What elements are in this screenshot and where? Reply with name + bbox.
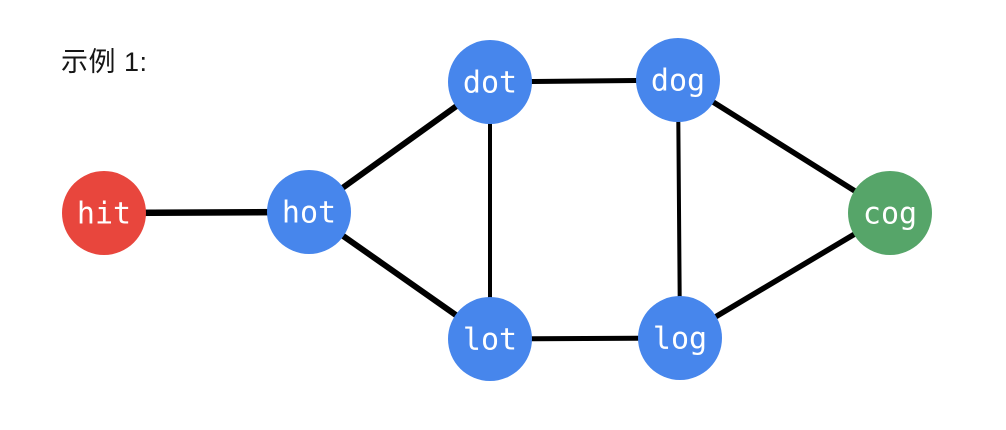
node-log-label: log — [653, 322, 707, 357]
node-lot-label: lot — [463, 323, 517, 358]
example-label: 示例 1: — [61, 47, 148, 77]
node-hot-circle — [267, 170, 351, 254]
node-lot: lot — [448, 297, 532, 381]
node-hit-label: hit — [77, 197, 131, 232]
node-dog: dog — [636, 38, 720, 122]
node-hit: hit — [62, 171, 146, 255]
node-dot-circle — [448, 40, 532, 124]
node-dot-label: dot — [463, 66, 517, 101]
node-dog-circle — [636, 38, 720, 122]
node-hot-label: hot — [282, 196, 336, 231]
node-log-circle — [638, 296, 722, 380]
node-hot: hot — [267, 170, 351, 254]
node-lot-circle — [448, 297, 532, 381]
node-dog-label: dog — [651, 64, 705, 99]
edge-dog-log — [676, 78, 682, 340]
node-hit-circle — [62, 171, 146, 255]
node-cog: cog — [848, 171, 932, 255]
node-log: log — [638, 296, 722, 380]
node-cog-circle — [848, 171, 932, 255]
node-cog-label: cog — [863, 197, 917, 232]
node-dot: dot — [448, 40, 532, 124]
